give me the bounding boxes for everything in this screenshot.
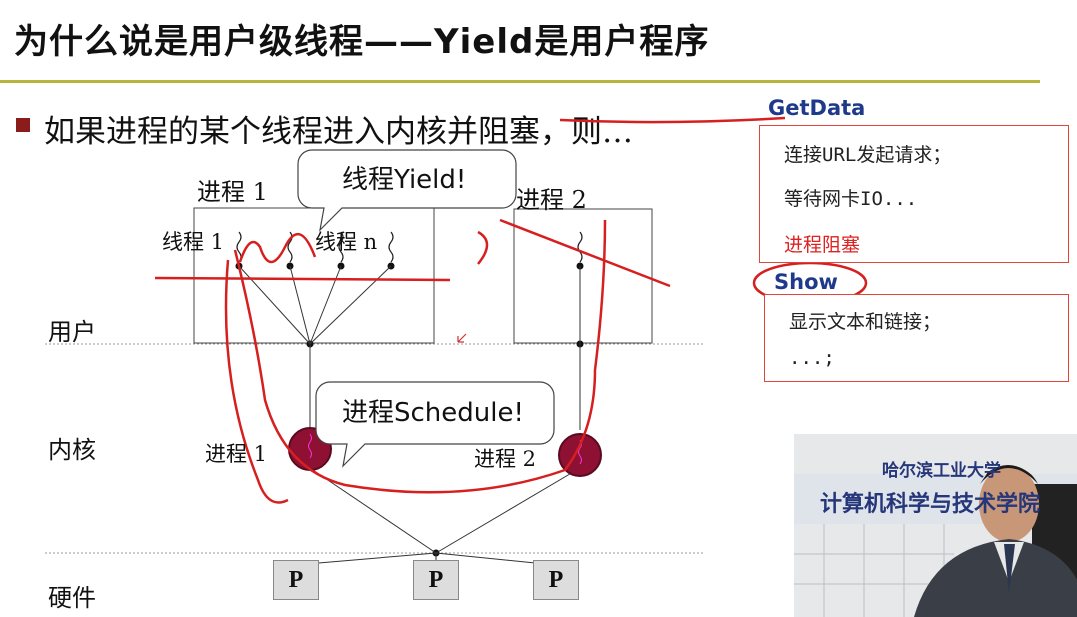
layer-kernel-label: 内核: [48, 436, 96, 464]
process2-box: [513, 208, 653, 344]
yield-bubble-text: 线程Yield!: [342, 165, 467, 195]
getdata-box: 连接URL发起请求； 等待网卡IO... 进程阻塞: [759, 125, 1069, 263]
video-banner-main: 计算机科学与技术学院: [820, 492, 1041, 517]
getdata-line: 等待网卡IO...: [784, 188, 918, 210]
cpu-box: P: [413, 560, 459, 600]
process1-label: 进程 1: [197, 178, 268, 206]
cpu-box: P: [273, 560, 319, 600]
kernel-process1-label: 进程 1: [205, 442, 268, 466]
show-box: 显示文本和链接； ...;: [764, 294, 1069, 382]
getdata-line: 连接URL发起请求；: [784, 144, 952, 166]
title-divider: [0, 80, 1040, 83]
bullet-square-icon: [16, 118, 30, 132]
getdata-blocked-line: 进程阻塞: [784, 234, 861, 256]
show-header: Show: [774, 270, 838, 294]
layer-hardware-label: 硬件: [48, 584, 96, 612]
layer-user-label: 用户: [48, 318, 96, 346]
getdata-header: GetData: [768, 96, 866, 120]
schedule-bubble-text: 进程Schedule!: [342, 398, 524, 428]
process1-box: [193, 207, 435, 344]
schedule-bubble: [315, 381, 555, 468]
cpu-box: P: [533, 560, 579, 600]
thread1-label: 线程 1: [162, 230, 225, 254]
show-line: ...;: [789, 347, 835, 369]
video-frame: [794, 434, 1077, 617]
yield-bubble: [297, 149, 517, 232]
kernel-process2-label: 进程 2: [474, 447, 537, 471]
threadn-label: 线程 n: [315, 230, 378, 254]
lecturer-video: 哈尔滨工业大学 计算机科学与技术学院: [794, 434, 1077, 617]
bullet-text: 如果进程的某个线程进入内核并阻塞，则…: [44, 114, 633, 150]
slide-title: 为什么说是用户级线程——Yield是用户程序: [14, 22, 710, 62]
process2-label: 进程 2: [516, 186, 587, 214]
video-banner-top: 哈尔滨工业大学: [882, 461, 1001, 481]
thread-squiggles: [236, 231, 583, 263]
show-line: 显示文本和链接；: [789, 311, 942, 333]
pen-cursor-icon: [457, 333, 467, 343]
